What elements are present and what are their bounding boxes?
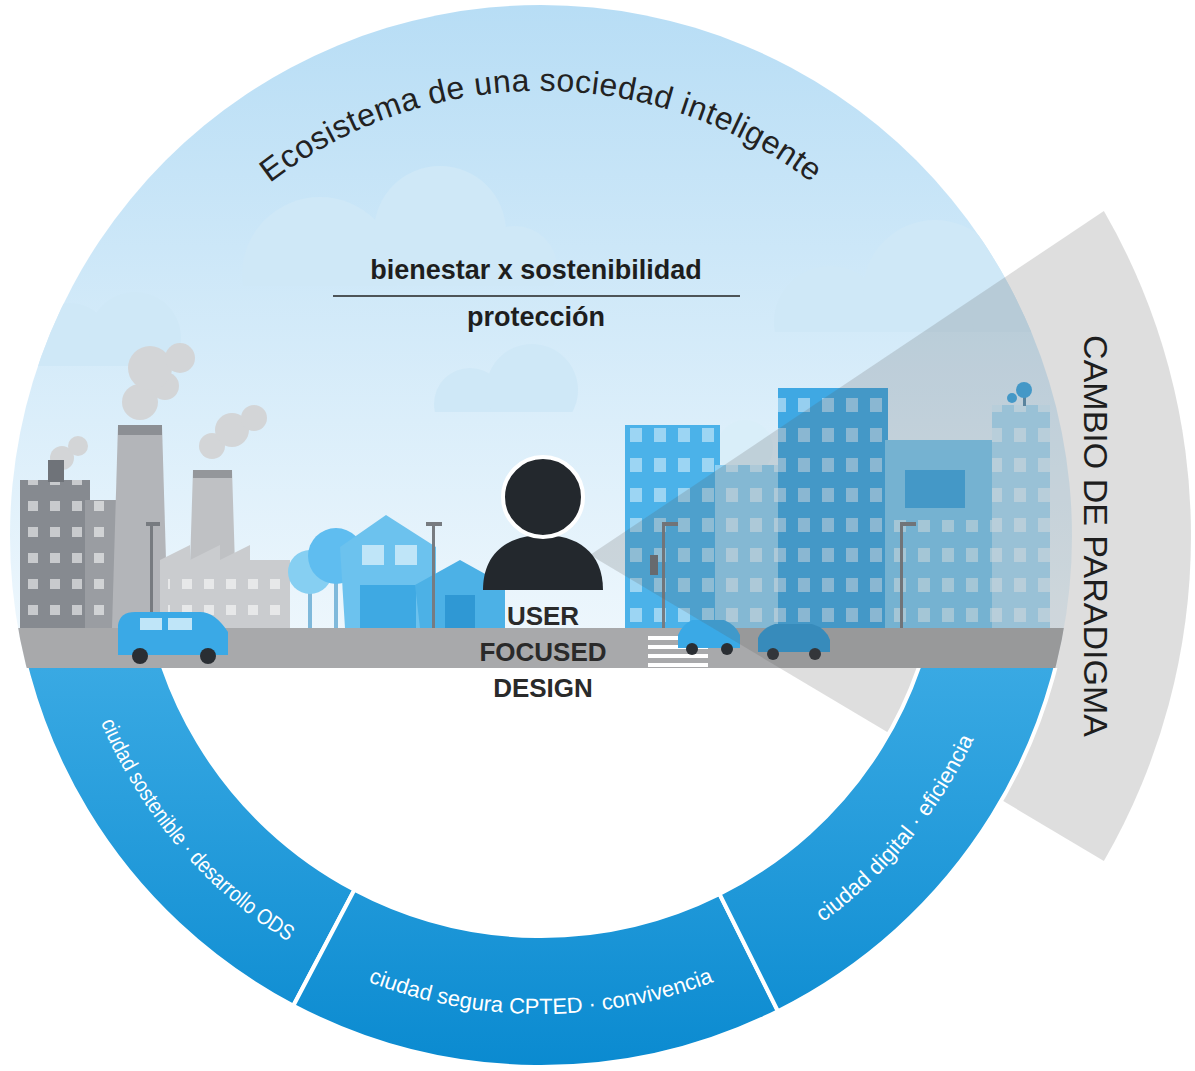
ring-node: ciudad digital · eficiencia — [713, 664, 1077, 1016]
clouds-part — [434, 344, 578, 412]
title-text: Ecosistema de una sociedad inteligente — [253, 62, 830, 189]
houses-part — [432, 525, 435, 628]
node-text: ciudad sostenible · desarrollo ODS — [96, 714, 299, 945]
factory — [20, 425, 290, 628]
clouds-part-part — [486, 344, 578, 412]
diagram-title: Ecosistema de una sociedad inteligente — [253, 62, 830, 189]
node-text: ciudad segura CPTED · convivencia — [366, 963, 716, 1019]
houses-part — [426, 522, 442, 526]
factory-part — [118, 425, 162, 435]
band-segment — [10, 668, 354, 1006]
node-text: CAMBIO DE PARADIGMA — [1077, 335, 1115, 737]
smoke-part — [165, 343, 195, 373]
factory-part — [112, 425, 168, 628]
node-text: USER FOCUSED DESIGN — [465, 598, 621, 706]
band-text: ciudad sostenible · desarrollo ODS — [96, 714, 299, 945]
ring-node: ciudad segura CPTED · convivencia — [288, 888, 784, 1070]
cars-part — [686, 643, 698, 655]
cars-part — [118, 612, 228, 655]
user-icon — [465, 455, 621, 595]
ring-band: ciudad digital · eficiencia — [713, 664, 1077, 1016]
cars-part — [168, 618, 192, 630]
ring-band: ciudad segura CPTED · convivencia — [288, 888, 784, 1070]
smoke-part — [128, 346, 172, 390]
factory-part — [193, 470, 232, 478]
fraction-bar — [333, 295, 740, 297]
ring-node: ciudad sostenible · desarrollo ODS — [6, 664, 362, 1012]
crosswalk-part — [648, 654, 708, 658]
houses-part — [362, 545, 384, 565]
band-text: ciudad segura CPTED · convivencia — [366, 963, 716, 1019]
node-text: ciudad digital · eficiencia — [811, 729, 979, 926]
fraction: bienestar x sostenibilidad protección — [300, 254, 772, 334]
title-path — [123, 91, 959, 384]
user-head — [503, 457, 583, 537]
houses-part — [360, 585, 416, 628]
user-body — [483, 535, 603, 590]
smoke-part — [241, 405, 267, 431]
factory-part — [20, 480, 90, 628]
cars-part — [721, 643, 733, 655]
ring-band: ciudad sostenible · desarrollo ODS — [6, 664, 362, 1012]
cars-part — [132, 648, 148, 664]
cars-part — [140, 618, 162, 630]
crosswalk-part — [648, 663, 708, 667]
factory-part — [48, 460, 64, 482]
smoke-part — [68, 436, 88, 456]
numerator-label: bienestar x sostenibilidad — [300, 254, 772, 286]
houses-part — [395, 545, 417, 565]
houses-part — [445, 595, 475, 628]
factory-part — [20, 480, 90, 628]
user-node: USER FOCUSED DESIGN — [465, 455, 621, 710]
denominator-label: protección — [300, 301, 772, 333]
band-segment — [293, 890, 778, 1067]
band-segment — [720, 668, 1073, 1011]
cars-part — [200, 648, 216, 664]
houses — [146, 515, 505, 628]
band-text: ciudad digital · eficiencia — [811, 729, 979, 926]
houses-part — [146, 522, 160, 526]
